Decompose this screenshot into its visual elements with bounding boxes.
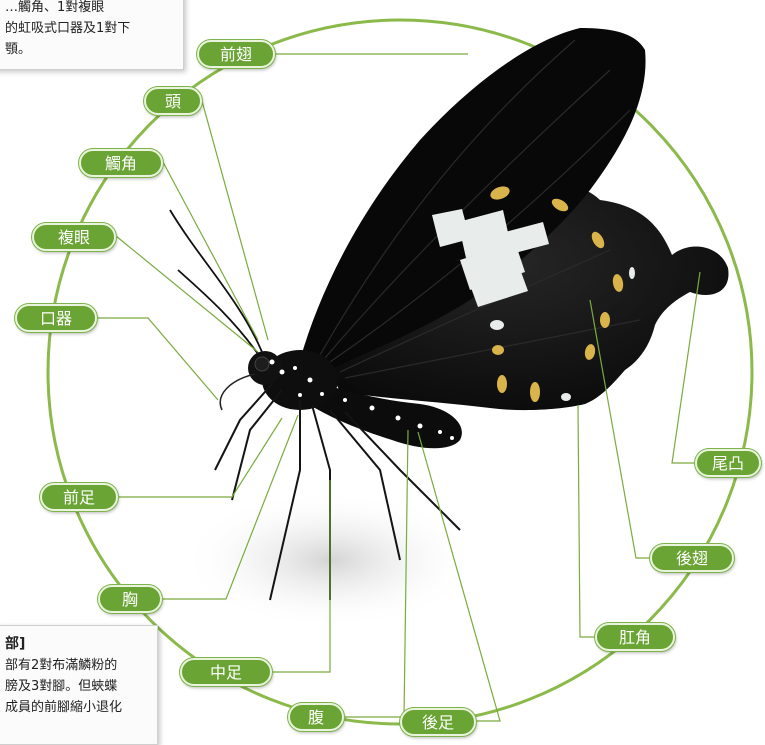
label-forewing: 前翅 xyxy=(197,40,275,68)
label-compound-eye: 複眼 xyxy=(32,223,116,251)
label-antenna: 觸角 xyxy=(79,149,163,177)
callout-bottom-title: 部] xyxy=(5,636,25,652)
label-thorax: 胸 xyxy=(98,585,162,613)
callout-thorax-description: 部] 部有2對布滿鱗粉的 膀及3對腳。但蛺蝶 成員的前腳縮小退化 xyxy=(0,625,158,745)
label-tail: 尾凸 xyxy=(695,449,761,477)
label-hindleg: 後足 xyxy=(400,708,476,736)
callout-top-line-3: 顎。 xyxy=(5,39,175,60)
antennae xyxy=(170,210,262,354)
proboscis xyxy=(220,374,255,410)
label-hindwing: 後翅 xyxy=(650,544,734,572)
callout-top-line-1: …觸角、1對複眼 xyxy=(5,0,175,18)
label-head: 頭 xyxy=(144,87,202,115)
label-mouthparts: 口器 xyxy=(15,304,97,332)
callout-bottom-line-1: 部有2對布滿鱗粉的 xyxy=(5,655,151,676)
eye-shape xyxy=(255,357,269,371)
label-tornus: 肛角 xyxy=(595,623,675,651)
callout-top-line-2: 的虹吸式口器及1對下 xyxy=(5,18,175,39)
callout-bottom-line-3: 成員的前腳縮小退化 xyxy=(5,697,151,718)
label-foreleg: 前足 xyxy=(40,483,118,511)
callout-head-description: …觸角、1對複眼 的虹吸式口器及1對下 顎。 xyxy=(0,0,184,70)
label-abdomen: 腹 xyxy=(288,703,344,731)
callout-bottom-line-2: 膀及3對腳。但蛺蝶 xyxy=(5,676,151,697)
label-midleg: 中足 xyxy=(180,658,272,686)
